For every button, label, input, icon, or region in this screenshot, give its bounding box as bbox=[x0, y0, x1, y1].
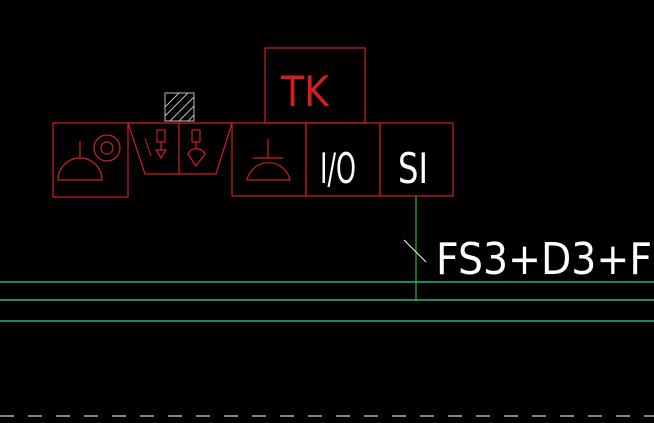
leader-tick bbox=[403, 239, 427, 263]
circuit-label: FS3+D3+F bbox=[436, 234, 652, 285]
si-label: SI bbox=[398, 144, 428, 193]
speaker-icon[interactable] bbox=[231, 122, 307, 197]
io-label: I/O bbox=[320, 144, 356, 193]
dual-detector-icon[interactable] bbox=[127, 122, 233, 175]
tk-box[interactable]: TK bbox=[264, 47, 366, 124]
io-module-box[interactable]: I/O bbox=[305, 122, 381, 197]
tk-label: TK bbox=[280, 67, 330, 116]
speaker-bell-icon[interactable] bbox=[52, 122, 129, 198]
hatched-box-icon bbox=[164, 92, 195, 122]
si-module-box[interactable]: SI bbox=[379, 122, 454, 197]
